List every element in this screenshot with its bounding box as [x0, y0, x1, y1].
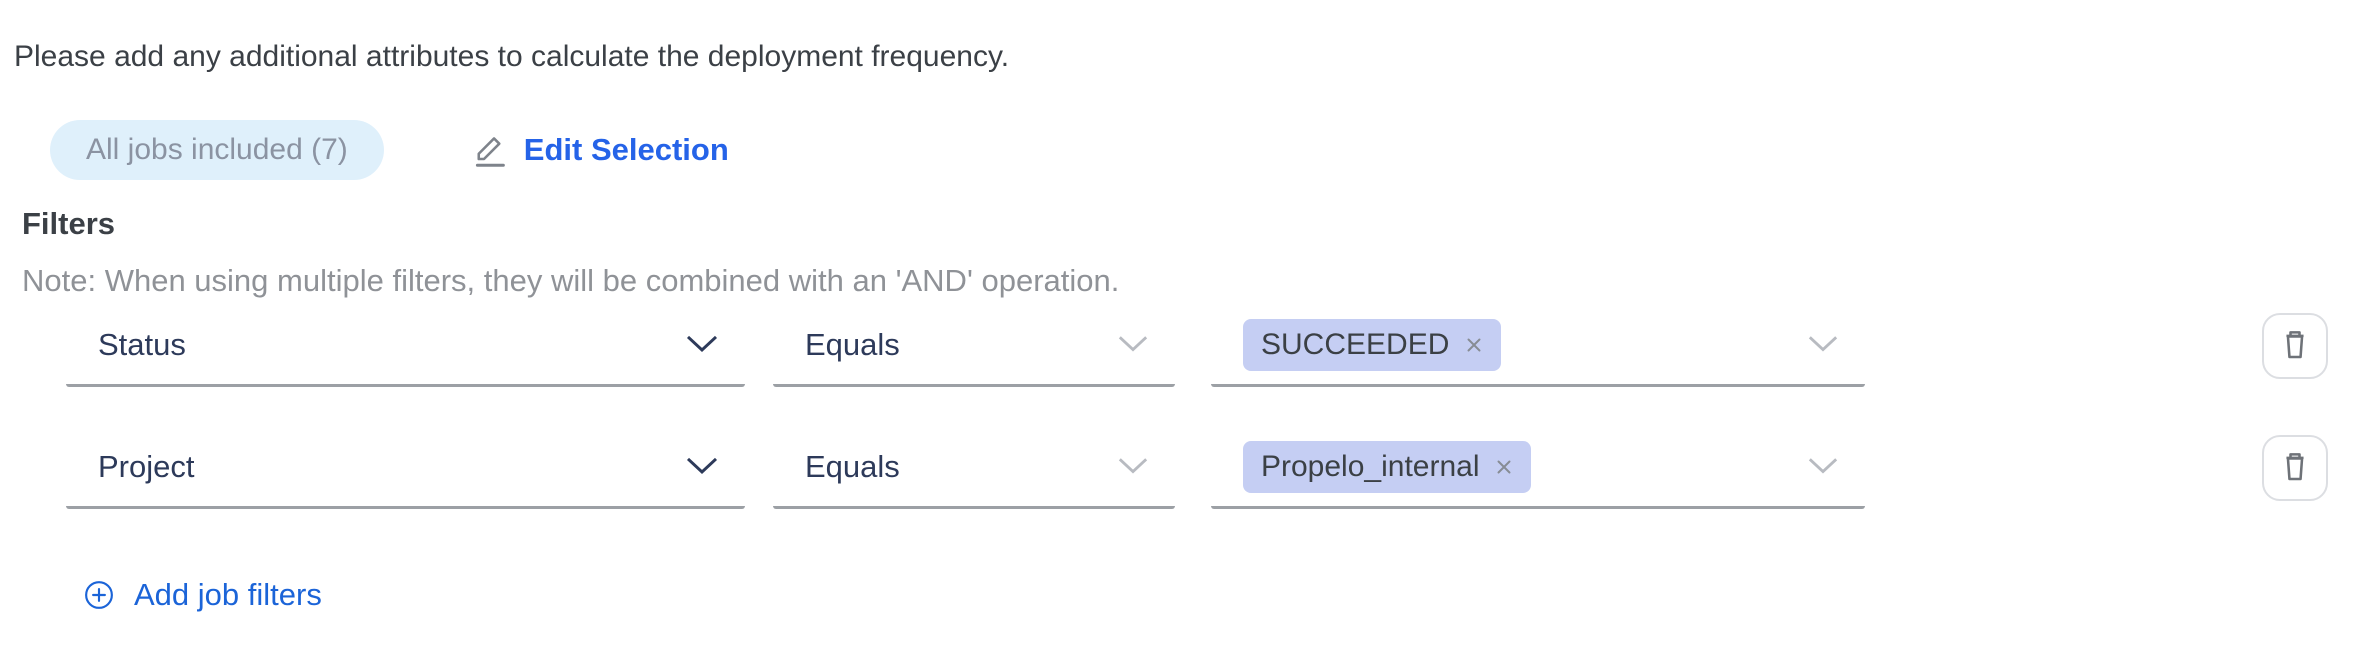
- add-job-filters-label: Add job filters: [134, 577, 322, 612]
- chevron-down-icon: [1807, 456, 1839, 479]
- delete-filter-button[interactable]: [2262, 435, 2328, 501]
- edit-selection-link[interactable]: Edit Selection: [472, 131, 729, 169]
- operator-select[interactable]: Equals: [773, 305, 1175, 387]
- filter-row: Status Equals SUCCEEDED: [66, 305, 2376, 387]
- attribute-select[interactable]: Project: [66, 427, 745, 509]
- attribute-value: Project: [98, 448, 195, 484]
- chevron-down-icon: [685, 455, 719, 479]
- operator-select[interactable]: Equals: [773, 427, 1175, 509]
- close-icon[interactable]: [1493, 456, 1515, 478]
- trash-icon: [2277, 327, 2313, 366]
- value-tag: Propelo_internal: [1243, 440, 1532, 493]
- value-tag-label: Propelo_internal: [1261, 449, 1480, 483]
- trash-icon: [2277, 449, 2313, 488]
- value-select[interactable]: SUCCEEDED: [1211, 305, 1865, 387]
- close-icon[interactable]: [1463, 334, 1485, 356]
- jobs-summary-row: All jobs included (7) Edit Selection: [50, 120, 2376, 180]
- add-job-filters-link[interactable]: Add job filters: [84, 577, 2376, 613]
- operator-value: Equals: [805, 448, 900, 484]
- filters-note: Note: When using multiple filters, they …: [22, 263, 1120, 298]
- edit-selection-label: Edit Selection: [523, 132, 729, 167]
- chevron-down-icon: [1807, 334, 1839, 357]
- filters-heading: Filters: [22, 206, 116, 241]
- plus-circle-icon: [84, 580, 114, 610]
- delete-filter-button[interactable]: [2262, 313, 2328, 379]
- operator-value: Equals: [805, 326, 900, 362]
- value-tag: SUCCEEDED: [1243, 318, 1502, 371]
- pencil-icon: [472, 131, 508, 169]
- chevron-down-icon: [1117, 334, 1149, 357]
- filter-rows: Status Equals SUCCEEDED: [66, 305, 2376, 509]
- attribute-value: Status: [98, 326, 186, 362]
- instruction-text: Please add any additional attributes to …: [14, 40, 1010, 73]
- filter-row: Project Equals Propelo_internal: [66, 427, 2376, 509]
- jobs-included-badge: All jobs included (7): [50, 120, 384, 180]
- value-select[interactable]: Propelo_internal: [1211, 427, 1865, 509]
- chevron-down-icon: [685, 333, 719, 357]
- chevron-down-icon: [1117, 456, 1149, 479]
- value-tag-label: SUCCEEDED: [1261, 327, 1450, 361]
- attribute-select[interactable]: Status: [66, 305, 745, 387]
